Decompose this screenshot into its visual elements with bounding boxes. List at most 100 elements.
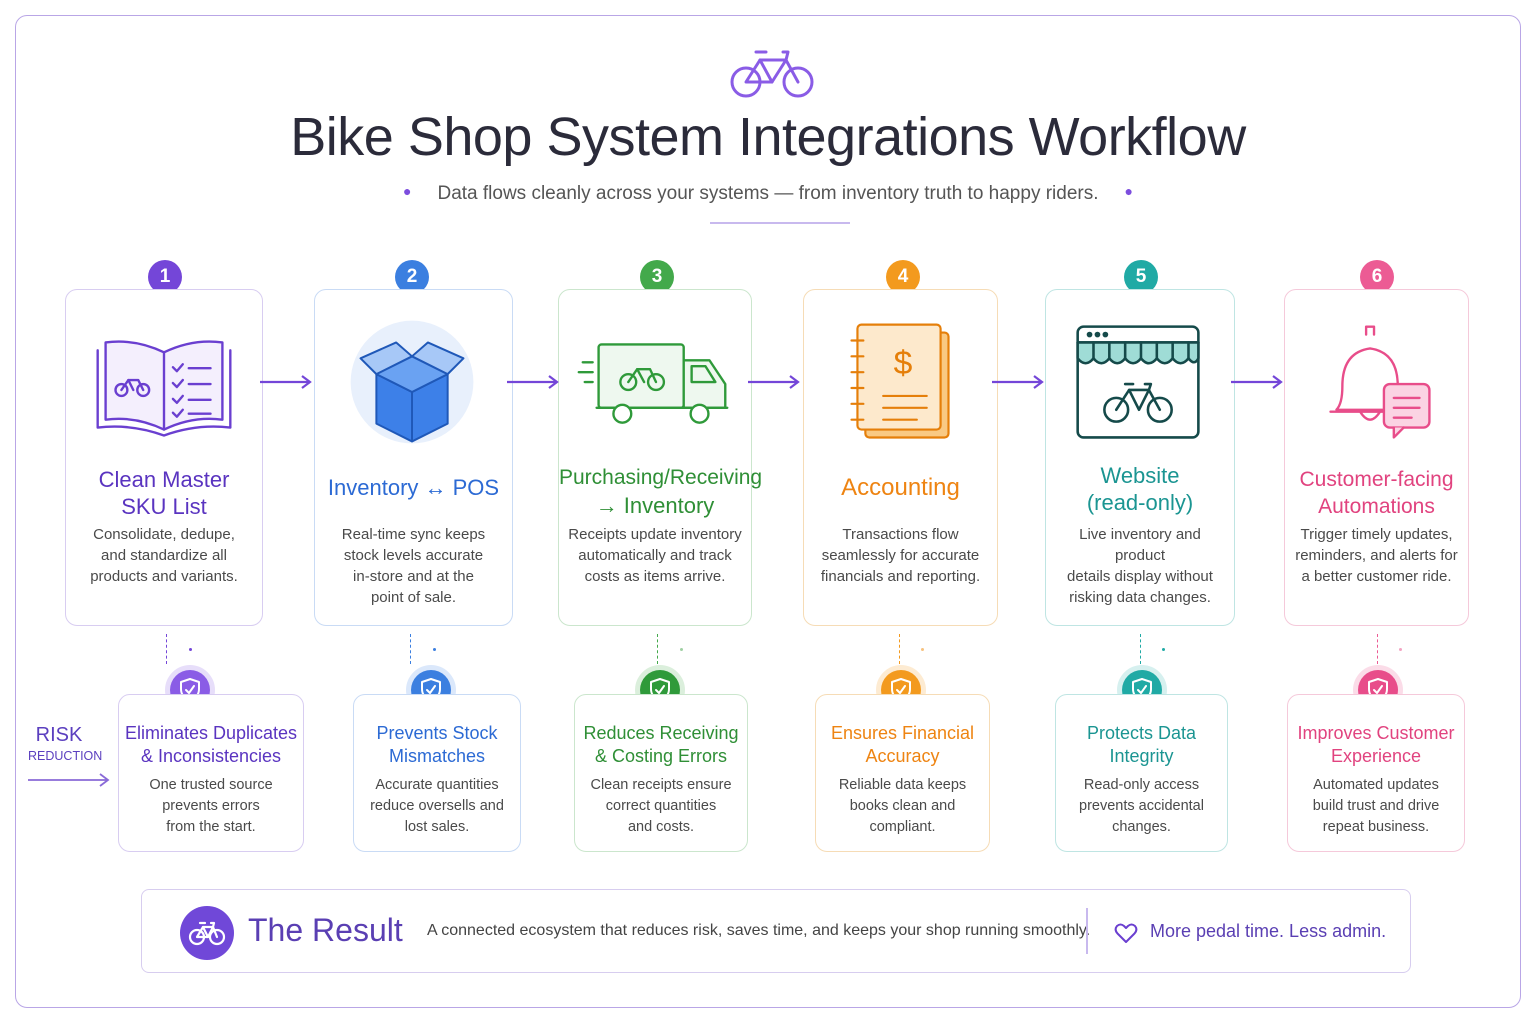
risk-description-line: books clean and bbox=[849, 798, 956, 814]
step-number-5: 5 bbox=[1124, 260, 1158, 294]
connector-dot bbox=[680, 648, 683, 651]
risk-title-line: Protects Data bbox=[1086, 723, 1197, 743]
risk-card: Protects Data Integrity Read-only access… bbox=[1055, 694, 1228, 852]
risk-card: Improves Customer Experience Automated u… bbox=[1287, 694, 1465, 852]
risk-card: Ensures Financial Accuracy Reliable data… bbox=[815, 694, 990, 852]
step-title: SKU List bbox=[121, 494, 207, 519]
step-description-line: financials and reporting. bbox=[820, 568, 981, 585]
risk-description-line: from the start. bbox=[166, 819, 256, 835]
bicycle-icon bbox=[180, 906, 234, 960]
risk-title-line: Eliminates Duplicates bbox=[124, 723, 298, 743]
risk-description-line: prevents errors bbox=[162, 798, 260, 814]
step-description-line: Live inventory and product bbox=[1079, 526, 1201, 564]
risk-description-line: and costs. bbox=[627, 819, 695, 835]
result-banner: The Result A connected ecosystem that re… bbox=[141, 889, 1411, 973]
risk-description-line: Reliable data keeps bbox=[838, 777, 967, 793]
flow-arrow bbox=[260, 375, 312, 389]
step-title: → Inventory bbox=[595, 493, 715, 518]
bicycle-icon bbox=[730, 50, 814, 98]
step-description-line: Real-time sync keeps bbox=[341, 526, 486, 543]
flow-arrow bbox=[992, 375, 1044, 389]
risk-label-line2: REDUCTION bbox=[28, 749, 103, 763]
step-description-line: details display without bbox=[1067, 568, 1213, 585]
result-tagline: More pedal time. Less admin. bbox=[1150, 921, 1387, 941]
risk-title-line: Prevents Stock bbox=[376, 723, 498, 743]
flow-arrow bbox=[1231, 375, 1283, 389]
step-title: Clean Master bbox=[98, 467, 230, 492]
dashed-connector bbox=[410, 634, 411, 664]
svg-text:$: $ bbox=[894, 345, 913, 382]
risk-description-line: One trusted source bbox=[149, 777, 273, 793]
risk-title-line: Accuracy bbox=[865, 746, 940, 766]
risk-title-line: Integrity bbox=[1109, 746, 1174, 766]
risk-title-line: Reduces Receiving bbox=[583, 723, 739, 743]
flow-arrow bbox=[748, 375, 800, 389]
risk-description-line: Accurate quantities bbox=[375, 777, 499, 793]
step-title: Inventory ↔ POS bbox=[327, 475, 500, 500]
step-description-line: Transactions flow bbox=[842, 526, 959, 543]
step-number-6: 6 bbox=[1360, 260, 1394, 294]
dashed-connector bbox=[1377, 634, 1378, 664]
flow-arrow bbox=[507, 375, 559, 389]
infographic-frame bbox=[15, 15, 1521, 1008]
step-description-line: point of sale. bbox=[370, 589, 457, 606]
risk-description-line: Read-only access bbox=[1083, 777, 1200, 793]
step-description-line: automatically and track bbox=[578, 547, 732, 564]
step-card-customer-automations: Customer-facing Automations Trigger time… bbox=[1284, 289, 1469, 626]
page-subtitle: ● Data flows cleanly across your systems … bbox=[0, 183, 1536, 205]
vertical-divider bbox=[1086, 908, 1088, 954]
connector-dot bbox=[1399, 648, 1402, 651]
page-title: Bike Shop System Integrations Workflow bbox=[290, 107, 1246, 167]
result-label: The Result bbox=[248, 912, 403, 948]
risk-title-line: Improves Customer bbox=[1297, 723, 1455, 743]
risk-description-line: prevents accidental bbox=[1079, 798, 1204, 814]
step-title: Automations bbox=[1318, 495, 1435, 518]
step-description-line: stock levels accurate bbox=[343, 547, 484, 564]
risk-description-line: changes. bbox=[1112, 819, 1171, 835]
risk-title-line: Mismatches bbox=[388, 746, 486, 766]
connector-dot bbox=[921, 648, 924, 651]
risk-arrow bbox=[28, 773, 110, 787]
risk-description-line: build trust and drive bbox=[1312, 798, 1440, 814]
step-description-line: reminders, and alerts for bbox=[1295, 547, 1458, 564]
step-description-line: Receipts update inventory bbox=[568, 526, 742, 543]
risk-card: Eliminates Duplicates & Inconsistencies … bbox=[118, 694, 304, 852]
dashed-connector bbox=[899, 634, 900, 664]
subtitle-text: Data flows cleanly across your systems —… bbox=[437, 183, 1099, 204]
risk-reduction-label: RISK REDUCTION bbox=[28, 724, 108, 763]
risk-card: Reduces Receiving & Costing Errors Clean… bbox=[574, 694, 748, 852]
dashed-connector bbox=[1140, 634, 1141, 664]
connector-dot bbox=[1162, 648, 1165, 651]
step-number-2: 2 bbox=[395, 260, 429, 294]
box-icon bbox=[350, 320, 474, 444]
risk-description-line: reduce oversells and bbox=[370, 798, 504, 814]
heart-icon bbox=[1114, 923, 1138, 943]
result-text: A connected ecosystem that reduces risk,… bbox=[427, 922, 1091, 939]
dashed-connector bbox=[657, 634, 658, 664]
connector-dot bbox=[433, 648, 436, 651]
step-title: Website bbox=[1100, 463, 1180, 488]
step-card-accounting: $ Accounting Transactions flow seamlessl… bbox=[803, 289, 998, 626]
connector-dot bbox=[189, 648, 192, 651]
risk-title-line: & Costing Errors bbox=[594, 746, 728, 766]
step-description-line: costs as items arrive. bbox=[584, 568, 726, 585]
storefront-browser-icon bbox=[1076, 325, 1200, 439]
book-checklist-icon bbox=[96, 340, 232, 437]
risk-description-line: compliant. bbox=[869, 819, 936, 835]
step-card-clean-master-sku-list: Clean Master SKU List Consolidate, dedup… bbox=[65, 289, 263, 626]
risk-description-line: lost sales. bbox=[404, 819, 470, 835]
step-description-line: in-store and at the bbox=[353, 568, 474, 585]
dashed-connector bbox=[166, 634, 167, 664]
risk-title-line: Ensures Financial bbox=[830, 723, 975, 743]
step-description-line: and standardize all bbox=[101, 547, 227, 564]
step-title: Purchasing/Receiving bbox=[559, 466, 763, 489]
risk-label-line1: RISK bbox=[35, 724, 83, 746]
step-number-4: 4 bbox=[886, 260, 920, 294]
risk-description-line: repeat business. bbox=[1322, 819, 1430, 835]
step-description-line: Trigger timely updates, bbox=[1300, 526, 1453, 543]
step-number-3: 3 bbox=[640, 260, 674, 294]
step-title: (read-only) bbox=[1086, 490, 1194, 515]
step-description-line: seamlessly for accurate bbox=[821, 547, 980, 564]
risk-card: Prevents Stock Mismatches Accurate quant… bbox=[353, 694, 521, 852]
bullet-dot: ● bbox=[403, 183, 412, 199]
